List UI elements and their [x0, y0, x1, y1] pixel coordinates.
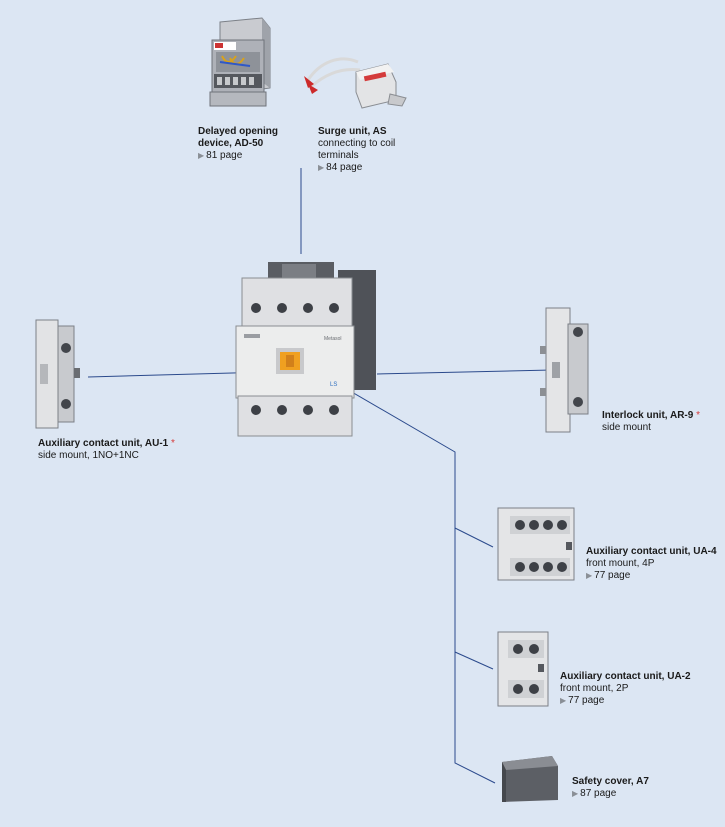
- label-interlock-ar9: Interlock unit, AR-9 * side mount: [602, 410, 700, 434]
- interlock-ar9-line2: side mount: [602, 422, 651, 433]
- surge-unit-line3: terminals: [318, 150, 359, 161]
- aux-au1-title: Auxiliary contact unit, AU-1: [38, 438, 169, 449]
- right-triangle-icon: ▶: [318, 163, 325, 172]
- aux-ua2-page-ref[interactable]: ▶77 page: [560, 695, 605, 706]
- interlock-ar9-title: Interlock unit, AR-9: [602, 410, 694, 421]
- safety-cover-title: Safety cover, A7: [572, 776, 649, 787]
- interlock-ar9-image: [540, 307, 589, 433]
- contactor-model-text: Metasol: [324, 336, 342, 342]
- right-triangle-icon: ▶: [586, 571, 593, 580]
- label-aux-ua4: Auxiliary contact unit, UA-4 front mount…: [586, 546, 717, 582]
- auxiliary-contact-au1-image: [35, 319, 80, 429]
- safety-cover-page-ref[interactable]: ▶87 page: [572, 788, 617, 799]
- delayed-opening-page-ref[interactable]: ▶81 page: [198, 150, 243, 161]
- line-to-ar9: [376, 369, 553, 375]
- contactor-image: Metasol LS: [235, 262, 376, 437]
- aux-ua2-line2: front mount, 2P: [560, 683, 629, 694]
- surge-unit-image: [304, 57, 407, 109]
- label-safety-cover: Safety cover, A7 ▶87 page: [572, 776, 649, 800]
- line-branch-ua4: [454, 527, 494, 548]
- label-delayed-opening: Delayed opening device, AD-50 ▶81 page: [198, 126, 278, 162]
- delayed-opening-device-image: [209, 17, 271, 107]
- aux-au1-line2: side mount, 1NO+1NC: [38, 450, 139, 461]
- line-branch-ua2: [454, 651, 494, 670]
- right-triangle-icon: ▶: [198, 151, 205, 160]
- aux-au1-star: *: [171, 438, 175, 449]
- auxiliary-contact-ua4-image: [497, 507, 575, 581]
- contactor-brand-mark: LS: [330, 382, 337, 388]
- right-triangle-icon: ▶: [572, 789, 579, 798]
- safety-cover-a7-image: [502, 756, 558, 802]
- delayed-opening-title-1: Delayed opening: [198, 126, 279, 137]
- interlock-ar9-star: *: [696, 410, 700, 421]
- label-aux-au1: Auxiliary contact unit, AU-1 * side moun…: [38, 438, 175, 462]
- label-surge-unit: Surge unit, AS connecting to coil termin…: [318, 126, 395, 174]
- aux-ua4-title: Auxiliary contact unit, UA-4: [586, 546, 717, 557]
- right-triangle-icon: ▶: [560, 696, 567, 705]
- delayed-opening-title-2: device, AD-50: [198, 138, 264, 149]
- label-aux-ua2: Auxiliary contact unit, UA-2 front mount…: [560, 671, 691, 707]
- aux-ua2-title: Auxiliary contact unit, UA-2: [560, 671, 691, 682]
- surge-unit-title: Surge unit, AS: [318, 126, 387, 137]
- line-to-front-units: [325, 376, 496, 784]
- aux-ua4-page-ref[interactable]: ▶77 page: [586, 570, 631, 581]
- auxiliary-contact-ua2-image: [497, 631, 549, 707]
- aux-ua4-line2: front mount, 4P: [586, 558, 655, 569]
- surge-unit-page-ref[interactable]: ▶84 page: [318, 162, 363, 173]
- surge-unit-line2: connecting to coil: [318, 138, 396, 149]
